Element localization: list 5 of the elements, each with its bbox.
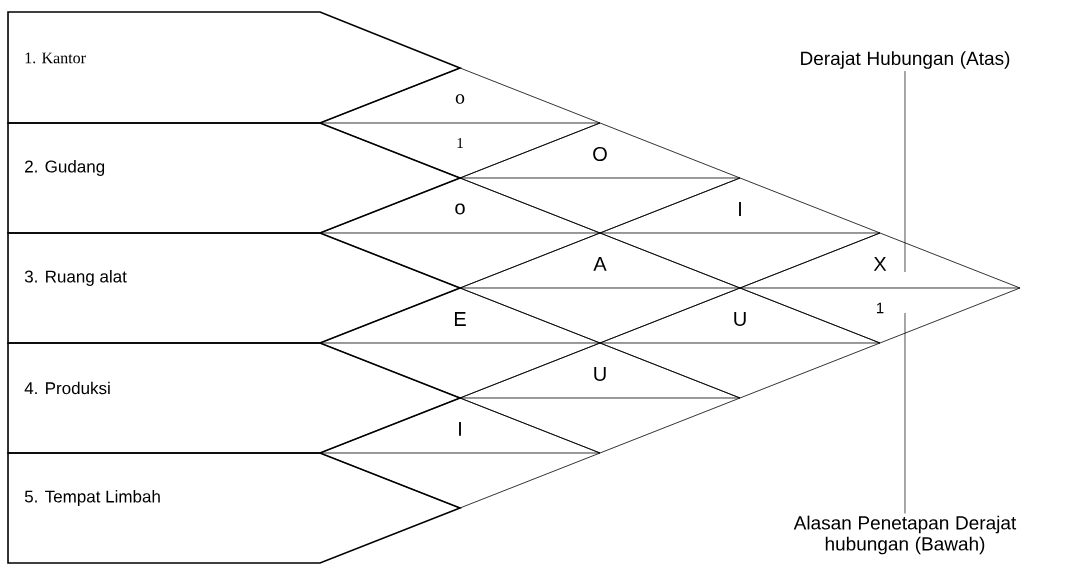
leader-line <box>904 70 906 273</box>
annotation-text: Derajat Hubungan (Atas) <box>801 51 1010 69</box>
leader-line <box>904 312 906 514</box>
annotation-text: Alasan Penetapan Derajat hubungan (Bawah) <box>793 515 1017 555</box>
activity-box: 5. Tempat Limbah <box>7 452 463 564</box>
